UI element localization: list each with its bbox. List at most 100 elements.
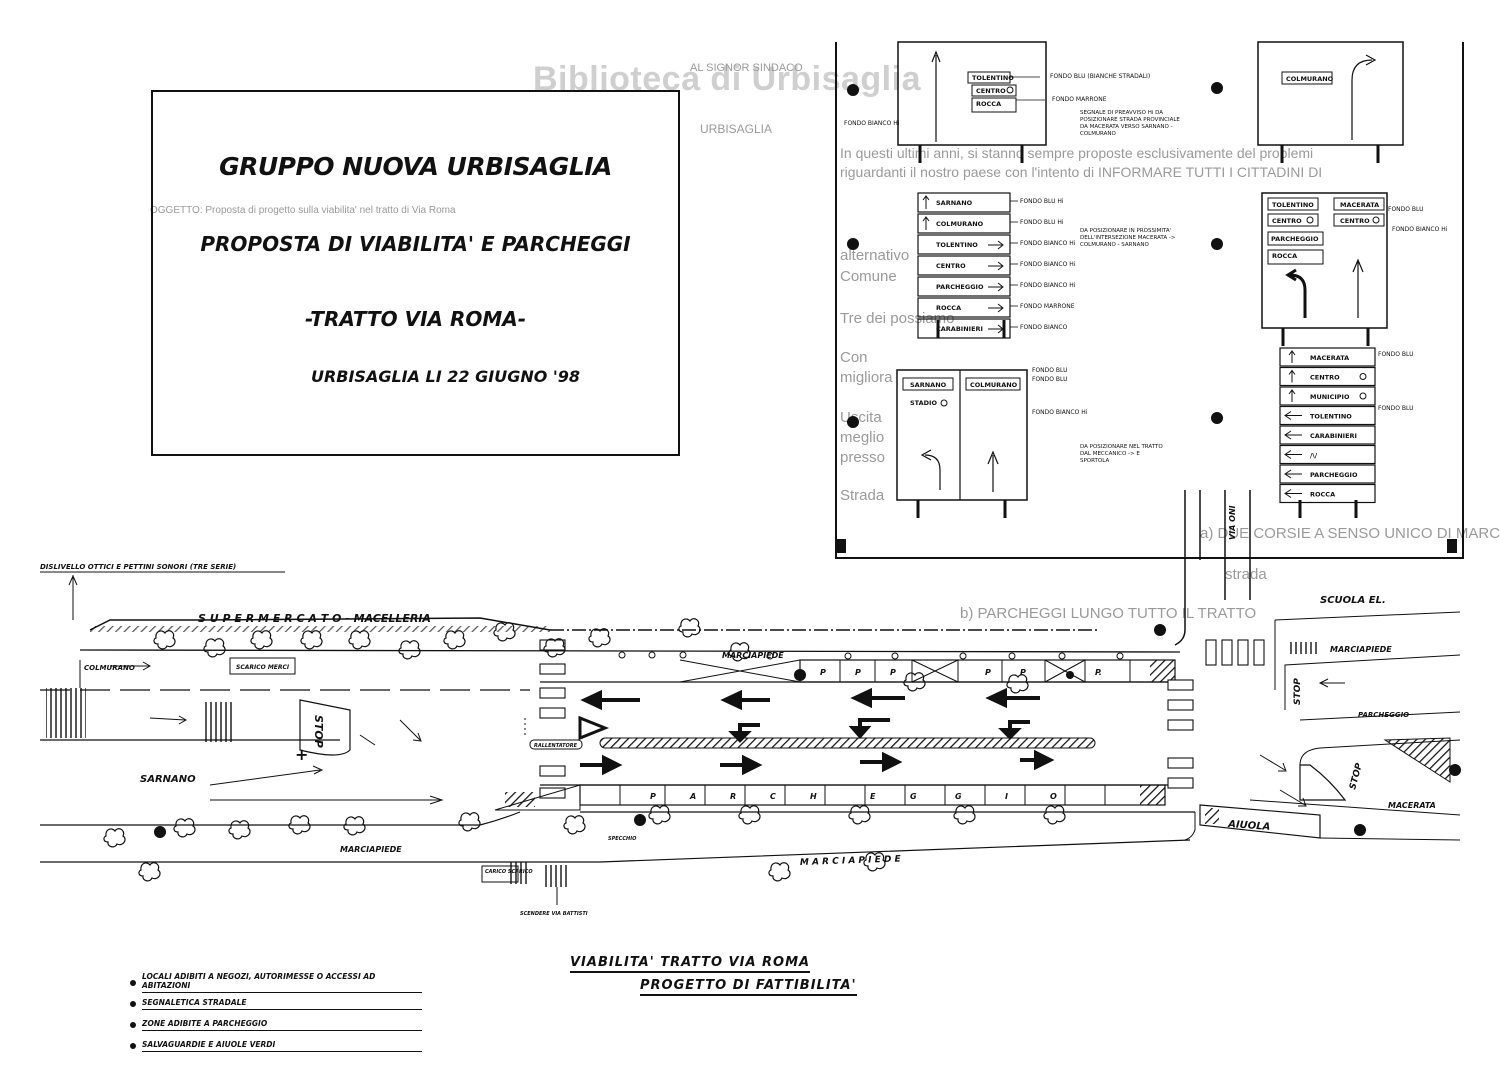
sign-a-tolentino: TOLENTINO [972,74,1014,82]
map-top-label: DISLIVELLO OTTICI E PETTINI SONORI (TRE … [40,563,236,571]
sign-c-note: FONDO BIANCO [1020,324,1068,331]
ghost-line: In questi ultimi anni, si stanno sempre … [840,145,1314,161]
up-arrow-icon [922,216,930,230]
sign-b: COLMURANO [1257,41,1404,163]
sign-f-panel [1279,464,1376,484]
street-map: DISLIVELLO OTTICI E PETTINI SONORI (TRE … [40,490,1461,917]
parking-letter: E [870,792,876,801]
map-loading: SCARICO MERCI [236,664,290,671]
parking-letter: G [910,792,917,801]
sign-c-panel [917,318,1011,339]
tree-icon [443,630,466,650]
title-street: -TRATTO VIA ROMA- [304,307,527,331]
sign-c-row-label: ROCCA [936,304,961,312]
tree-icon [738,805,761,825]
title-proposal: PROPOSTA DI VIABILITA' E PARCHEGGI [200,232,631,256]
legend-dot-icon [130,1021,136,1028]
sign-c-note: FONDO BIANCO Hi [1020,240,1076,247]
right-arrow-icon [988,282,1004,292]
map-side-road: VIA ONI [1228,505,1237,540]
tree-icon [203,638,226,658]
sign-f-row-label: MACERATA [1310,354,1349,362]
right-arrow-icon [988,324,1004,334]
sign-panel [835,42,1464,559]
map-rallentatore: RALLENTATORE [534,743,578,749]
map-shops-label: S U P E R M E R C A T O - MACELLERIA [198,612,431,625]
map-marciapiede-right: MARCIAPIEDE [1330,645,1392,654]
sign-c-panel [917,234,1011,255]
tree-icon [768,862,791,882]
left-arrow-icon [1284,489,1302,498]
tree-icon [173,818,196,838]
sign-f-panel [1279,366,1376,387]
up-arrow-icon [1288,369,1296,383]
sign-f-row-label: MUNICIPIO [1310,393,1350,401]
sign-a-note-bianco: FONDO BIANCO Hi [844,120,900,127]
sign-f-row-label: PARCHEGGIO [1310,471,1358,479]
map-scuola: SCUOLA EL. [1320,595,1386,606]
up-arrow-icon [922,195,930,209]
ghost-line: strada [1225,566,1267,583]
parking-letter: C [770,792,776,801]
sign-d-rocca: ROCCA [1272,252,1297,260]
sign-c-row-label: COLMURANO [936,220,984,228]
ghost-line: riguardanti il nostro paese con l'intent… [840,164,1323,180]
sign-d-centro-right: CENTRO [1340,217,1370,225]
legend-item: SEGNALETICA STRADALE [130,993,422,1014]
sign-c-note: FONDO BLU Hi [1020,219,1064,226]
map-colmurano: COLMURANO [84,664,135,672]
ghost-line: migliora [840,369,893,386]
sign-d-parcheggio: PARCHEGGIO [1271,235,1319,243]
map-stop-right: STOP [1348,762,1365,791]
parking-letter: H [810,792,817,801]
sign-f-panel [1279,444,1376,465]
legend-item: ZONE ADIBITE A PARCHEGGIO [130,1014,422,1035]
sign-a-rocca: ROCCA [976,100,1001,108]
sign-c-panel [917,255,1011,276]
tree-icon [678,618,701,638]
tree-icon [228,820,251,840]
sign-d-note-blu: FONDO BLU [1388,206,1423,213]
tree-icon [648,805,671,825]
sign-e: SARNANO COLMURANO STADIO FONDO BLU FONDO… [896,367,1088,518]
footer-subtitle: PROGETTO DI FATTIBILITA' [640,978,857,996]
map-aiuola: AIUOLA [1227,819,1271,833]
ghost-line: Strada [840,487,885,504]
map-compass: + [295,745,308,764]
parking-top-2: P [855,668,861,677]
parking-top-1: P [820,668,826,677]
sign-f-row-label: ROCCA [1310,491,1335,499]
sign-c-note: FONDO MARRONE [1020,303,1075,310]
tree-icon [848,805,871,825]
corner-mark [836,539,846,553]
tree-icon [563,815,586,835]
sign-f-row-label: CENTRO [1310,374,1340,382]
parking-letter: R [730,792,736,801]
sign-e-sarnano: SARNANO [910,381,947,389]
sign-a-description: SEGNALE DI PREAVVISO Hi DA POSIZIONARE S… [1080,110,1180,137]
parking-letter: I [1005,792,1008,801]
sign-e-note-blu1: FONDO BLU [1032,367,1067,374]
legend-label: ZONE ADIBITE A PARCHEGGIO [142,1019,422,1031]
ghost-line: AL SIGNOR SINDACO [690,62,803,74]
legend-dot-icon [130,1042,136,1049]
tree-icon [953,805,976,825]
map-marciapiede-bottom: M A R C I A P I E D E [800,854,902,868]
tree-icon [398,640,421,660]
sign-e-description: DA POSIZIONARE NEL TRATTO DAL MECCANICO … [1080,444,1163,464]
parking-letter: O [1050,792,1057,801]
left-arrow-icon [1284,411,1302,420]
sign-c-row-label: CARABINIERI [936,325,983,333]
sign-c-note: FONDO BLU Hi [1020,198,1064,205]
binder-holes [847,82,1223,428]
corner-mark [1447,539,1457,553]
ghost-line: alternativo [840,247,910,264]
sign-f-panel [1279,425,1376,445]
parking-top-4: P [985,668,991,677]
ghost-line: URBISAGLIA [700,122,773,136]
legend-dot-icon [130,979,136,986]
sign-f-row-label: TOLENTINO [1310,413,1352,421]
map-marciapiede-left: MARCIAPIEDE [340,845,402,854]
ghost-line: presso [840,449,886,466]
